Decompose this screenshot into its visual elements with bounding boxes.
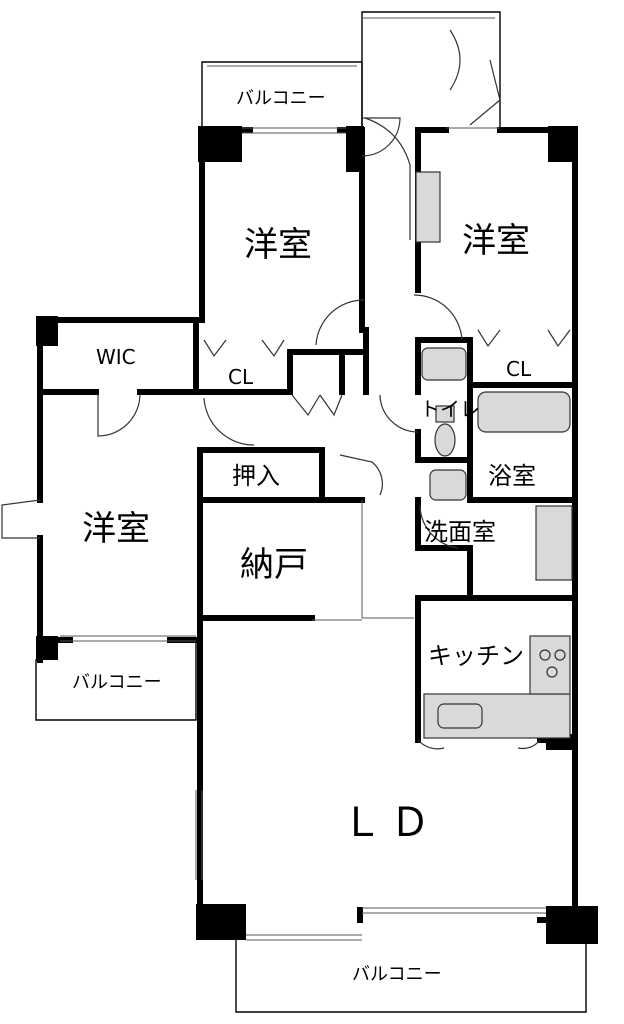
room-label-washroom: 洗面室 [424, 518, 496, 546]
room-label-western-top-right: 洋室 [462, 221, 530, 261]
fixtures [415, 171, 573, 739]
doors [1, 29, 571, 750]
room-label-ld: ＬＤ [342, 800, 438, 846]
room-label-western-top-left: 洋室 [244, 225, 312, 265]
room-label-closet-left: CL [228, 365, 254, 389]
walls [37, 127, 578, 933]
room-label-wic: WIC [96, 345, 136, 369]
room-label-nando: 納戸 [240, 545, 308, 585]
room-label-toilet: トイレ [420, 397, 480, 421]
balcony-label-top: バルコニー [236, 88, 326, 109]
room-label-oshiire: 押入 [232, 462, 280, 490]
room-label-western-left: 洋室 [82, 509, 150, 549]
structural-columns [36, 126, 598, 944]
balcony-label-left: バルコニー [72, 672, 162, 693]
windows [60, 127, 546, 941]
room-label-closet-right: CL [506, 357, 532, 381]
room-label-bath: 浴室 [488, 462, 536, 490]
room-label-kitchen: キッチン [428, 642, 524, 670]
balcony-label-bottom: バルコニー [352, 964, 442, 985]
